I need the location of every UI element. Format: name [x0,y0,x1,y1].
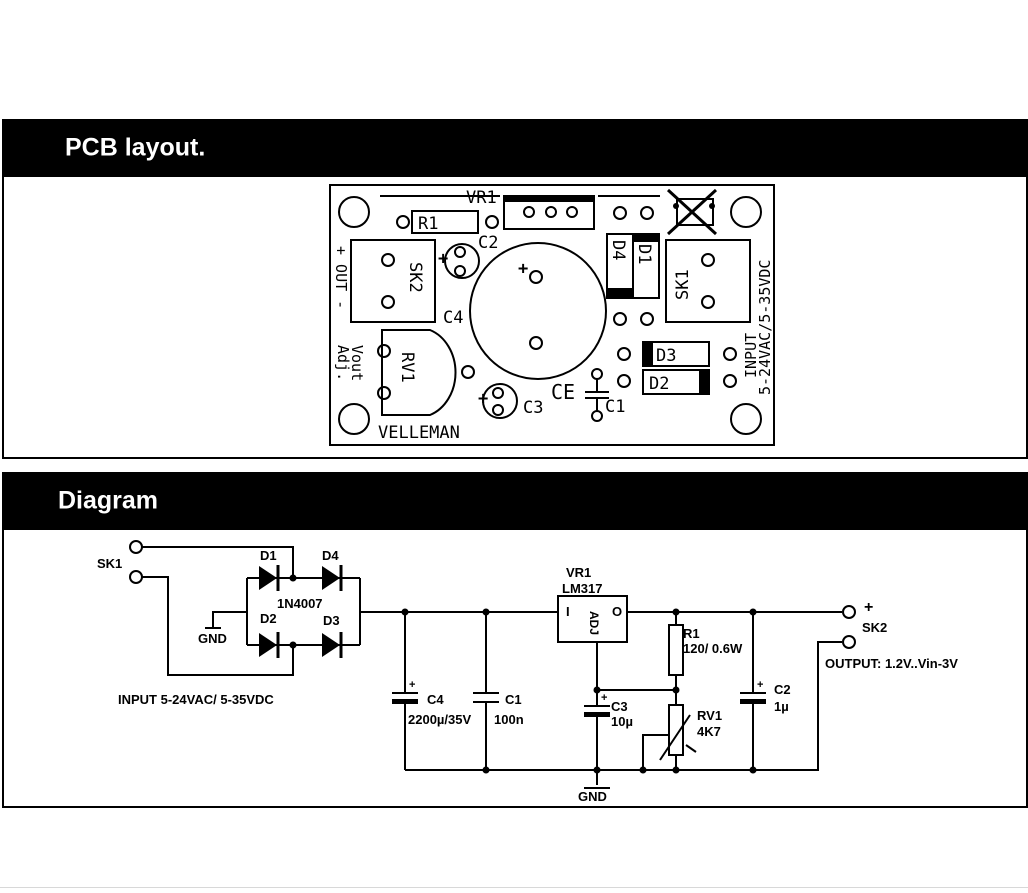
pcb-d1-label: D1 [634,244,654,264]
pcb-c4-label: C4 [443,308,463,328]
sk2-terminal-plus [842,605,856,619]
schem-diode-type: 1N4007 [277,596,323,611]
schem-r1-label: R1 [683,626,700,641]
pcb-sk1-body [665,239,751,323]
schem-gnd-left: GND [198,631,227,646]
schem-vr1-label: VR1 [566,565,591,580]
schem-c3-plus: + [601,692,607,704]
schem-pin-o: O [612,604,622,619]
schem-c4-label: C4 [427,692,444,707]
pcb-c3-plus: + [478,389,488,409]
pcb-c2-body [444,243,480,279]
pcb-sk1-label: SK1 [673,269,693,300]
schem-lm317-label: LM317 [562,581,602,596]
pcb-out-label: + OUT - [332,246,350,309]
pcb-input-label: INPUT [742,333,760,378]
diode-d1-symbol [259,565,280,591]
schem-pin-i: I [566,604,570,619]
pcb-crossed-component [666,188,718,236]
schem-input-desc: INPUT 5-24VAC/ 5-35VDC [118,692,274,707]
pcb-d4-label: D4 [608,240,628,260]
schem-d1-label: D1 [260,548,277,563]
pcb-c4-plus: + [518,259,528,279]
pcb-d2-label: D2 [649,374,669,394]
pcb-c2-plus: + [438,249,448,269]
schem-gnd-bottom: GND [578,789,607,804]
page-bottom-divider [0,887,1028,888]
schem-c3-label: C3 [611,699,628,714]
schem-c4-plus: + [409,679,415,691]
schem-c1-label: C1 [505,692,522,707]
pcb-c4-body [469,242,607,380]
diagram-section-header: Diagram [2,472,1028,530]
diagram-section-frame [2,472,1028,808]
schem-c1-value: 100n [494,712,524,727]
pcb-r1-label: R1 [418,214,438,234]
pcb-d3-label: D3 [656,346,676,366]
sk1-terminal-bottom [129,570,143,584]
schem-r1-value: 120/ 0.6W [683,641,743,656]
diode-d2-symbol [259,632,280,658]
pcb-r1-body [411,210,479,234]
schem-d3-label: D3 [323,613,340,628]
pcb-layout-drawing: VR1 R1 + C2 SK2 + OUT - + C4 D4 D1 SK1 I… [329,184,775,446]
pcb-section-header: PCB layout. [2,119,1028,177]
r1-body [668,624,684,676]
schem-rv1-value: 4K7 [697,724,721,739]
diode-d3-symbol [322,632,343,658]
schem-c2-value: 1µ [774,699,789,714]
pcb-vr1-label: VR1 [466,188,497,208]
pcb-c3-label: C3 [523,398,543,418]
pcb-section-frame [2,119,1028,459]
mount-hole-br [730,403,762,435]
schem-c2-label: C2 [774,682,791,697]
sk2-terminal-minus [842,635,856,649]
schem-c3-value: 10µ [611,714,633,729]
pcb-sk2-body [350,239,436,323]
pcb-c3-body [482,383,518,419]
schem-c2-plus: + [757,679,763,691]
pcb-c2-label: C2 [478,233,498,253]
schem-sk1-label: SK1 [97,556,122,571]
mount-hole-tl [338,196,370,228]
schem-output-desc: OUTPUT: 1.2V..Vin-3V [825,656,958,671]
pcb-brand-label: VELLEMAN [378,423,460,443]
pcb-sk2-label: SK2 [405,262,425,293]
schem-d4-label: D4 [322,548,339,563]
pcb-rv1-label: RV1 [397,352,417,383]
pcb-input-range: 5-24VAC/5-35VDC [756,260,774,395]
diagram-section-title: Diagram [58,486,159,515]
schem-rv1-label: RV1 [697,708,722,723]
sk1-terminal-top [129,540,143,554]
diode-d4-symbol [322,565,343,591]
schem-sk2-label: SK2 [862,620,887,635]
schem-pin-adj: ADJ [587,611,601,635]
pcb-vout-label: Vout [348,345,366,381]
schem-d2-label: D2 [260,611,277,626]
pcb-ce-mark: CE [551,380,575,404]
lm317-body [557,595,628,643]
schem-c4-value: 2200µ/35V [408,712,471,727]
pcb-adj-label: Adj. [334,345,352,381]
mount-hole-bl [338,403,370,435]
pcb-rv1-body [381,329,457,416]
pcb-section-title: PCB layout. [65,133,206,162]
pcb-c1-label: C1 [605,397,625,417]
mount-hole-tr [730,196,762,228]
schem-sk2-plus: + [864,599,873,616]
